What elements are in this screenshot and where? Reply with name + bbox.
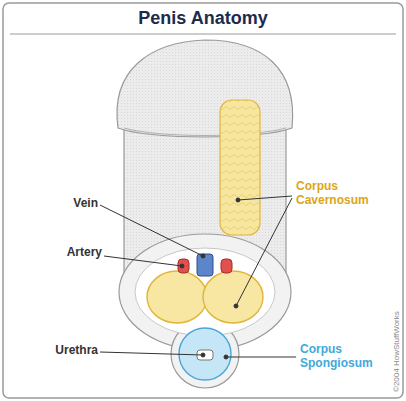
- corpus-spongiosum: [179, 328, 231, 380]
- title-rule: [10, 34, 396, 35]
- part-label: Urethra: [30, 344, 98, 358]
- leader-dot: [236, 198, 240, 202]
- diagram-title: Penis Anatomy: [0, 8, 406, 29]
- glans: [117, 40, 293, 137]
- vein-symbol: [197, 254, 213, 276]
- leader-dot: [234, 304, 238, 308]
- cavernosum-shaft: [220, 100, 260, 235]
- tunica: [135, 248, 275, 336]
- leader-line: [100, 352, 203, 355]
- corpus-cavernosum-left: [147, 271, 207, 323]
- leader-dot: [180, 264, 184, 268]
- part-label: Artery: [40, 246, 102, 260]
- leader-dot: [201, 353, 205, 357]
- leader-line: [104, 256, 182, 266]
- leader-line: [226, 357, 296, 358]
- leader-dot: [201, 254, 205, 258]
- leader-line: [238, 196, 292, 200]
- leader-line: [100, 205, 203, 256]
- part-label: Corpus Spongiosum: [300, 343, 382, 371]
- artery-symbol: [221, 259, 232, 273]
- frame: [3, 3, 403, 398]
- part-label: Corpus Cavernosum: [296, 180, 376, 208]
- corpus-cavernosum-right: [203, 271, 263, 323]
- part-label: Vein: [40, 197, 98, 211]
- corona: [124, 128, 286, 136]
- copyright-watermark: ©2004 HowStuffWorks: [392, 282, 401, 392]
- artery-symbol: [178, 259, 189, 273]
- leader-line: [236, 198, 292, 306]
- leader-dot: [224, 355, 228, 359]
